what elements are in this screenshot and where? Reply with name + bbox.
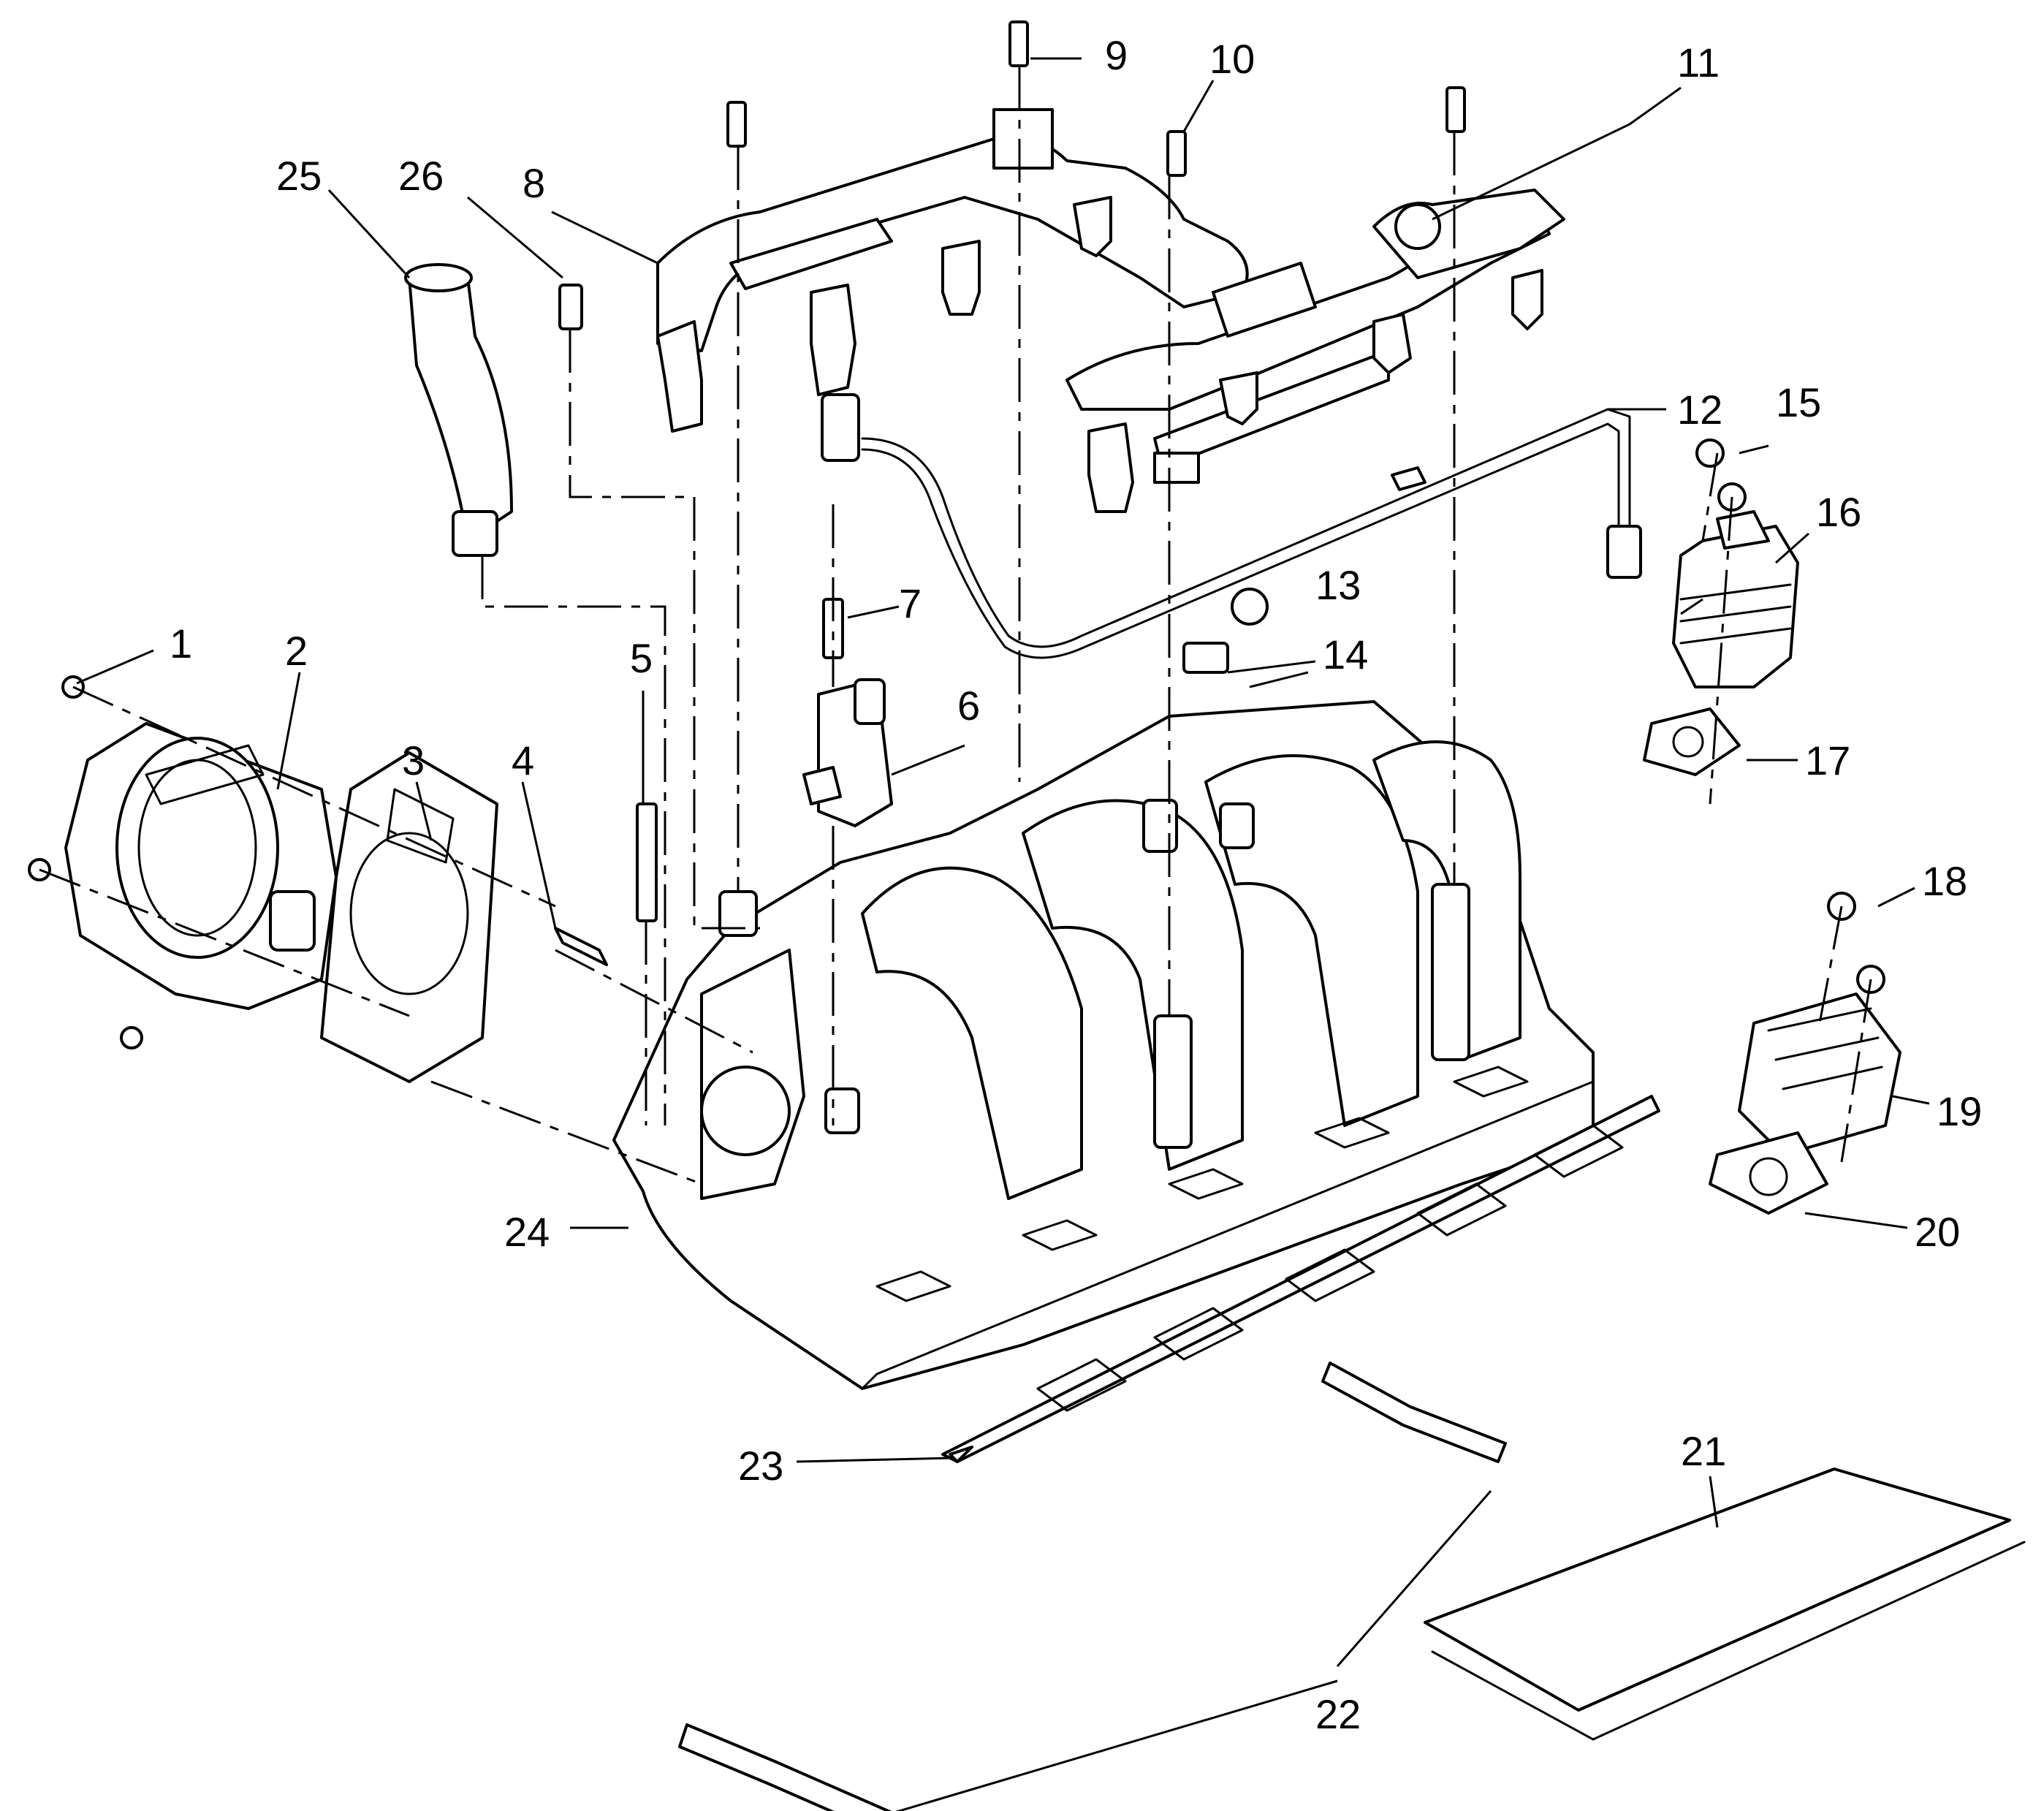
throttle-body-gasket — [320, 751, 498, 1083]
fasteners — [28, 20, 1885, 1049]
egr-valve-gasket — [1643, 707, 1741, 776]
intake-manifold — [612, 700, 1595, 1390]
callout-16: 16 — [1816, 489, 1861, 535]
callout-26: 26 — [398, 153, 444, 199]
fuel-rail-assembly — [656, 108, 1565, 513]
crankcase-vent-tube — [404, 263, 513, 557]
callout-3: 3 — [402, 737, 425, 783]
callout-5: 5 — [630, 635, 653, 681]
callout-12: 12 — [1677, 387, 1722, 433]
callout-7: 7 — [899, 580, 922, 626]
callout-1: 1 — [170, 620, 192, 667]
callout-20: 20 — [1915, 1209, 1960, 1255]
callout-22: 22 — [1315, 1691, 1361, 1737]
callout-19: 19 — [1937, 1088, 1982, 1134]
callout-8: 8 — [523, 160, 545, 206]
callout-labels: 1 2 3 4 5 6 7 8 9 10 11 12 13 14 15 16 1… — [170, 32, 1982, 1737]
callout-24: 24 — [504, 1209, 550, 1255]
callout-18: 18 — [1922, 858, 1967, 904]
callout-2: 2 — [285, 628, 308, 674]
fuel-feed-pipe — [821, 393, 1642, 659]
fuel-pressure-sensor — [802, 678, 893, 827]
leader-lines — [76, 57, 1930, 1811]
intake-manifold-gasket — [941, 1095, 1660, 1463]
callout-21: 21 — [1681, 1428, 1726, 1474]
egr-adapter — [1738, 992, 1901, 1156]
throttle-body — [64, 722, 338, 1010]
callout-10: 10 — [1209, 36, 1255, 82]
intake-brackets — [678, 1362, 1507, 1811]
alignment-lines — [39, 66, 1872, 1185]
callout-17: 17 — [1805, 737, 1850, 783]
heat-shield — [1424, 1468, 2026, 1741]
callout-11: 11 — [1677, 39, 1720, 86]
callout-14: 14 — [1323, 631, 1368, 677]
callout-13: 13 — [1315, 562, 1361, 608]
callout-15: 15 — [1776, 379, 1821, 425]
egr-adapter-gasket — [1709, 1131, 1828, 1215]
egr-valve — [1672, 510, 1799, 688]
callout-25: 25 — [276, 153, 322, 199]
callout-23: 23 — [738, 1443, 783, 1489]
callout-4: 4 — [512, 737, 534, 783]
callout-9: 9 — [1105, 32, 1128, 78]
callout-6: 6 — [957, 683, 980, 729]
